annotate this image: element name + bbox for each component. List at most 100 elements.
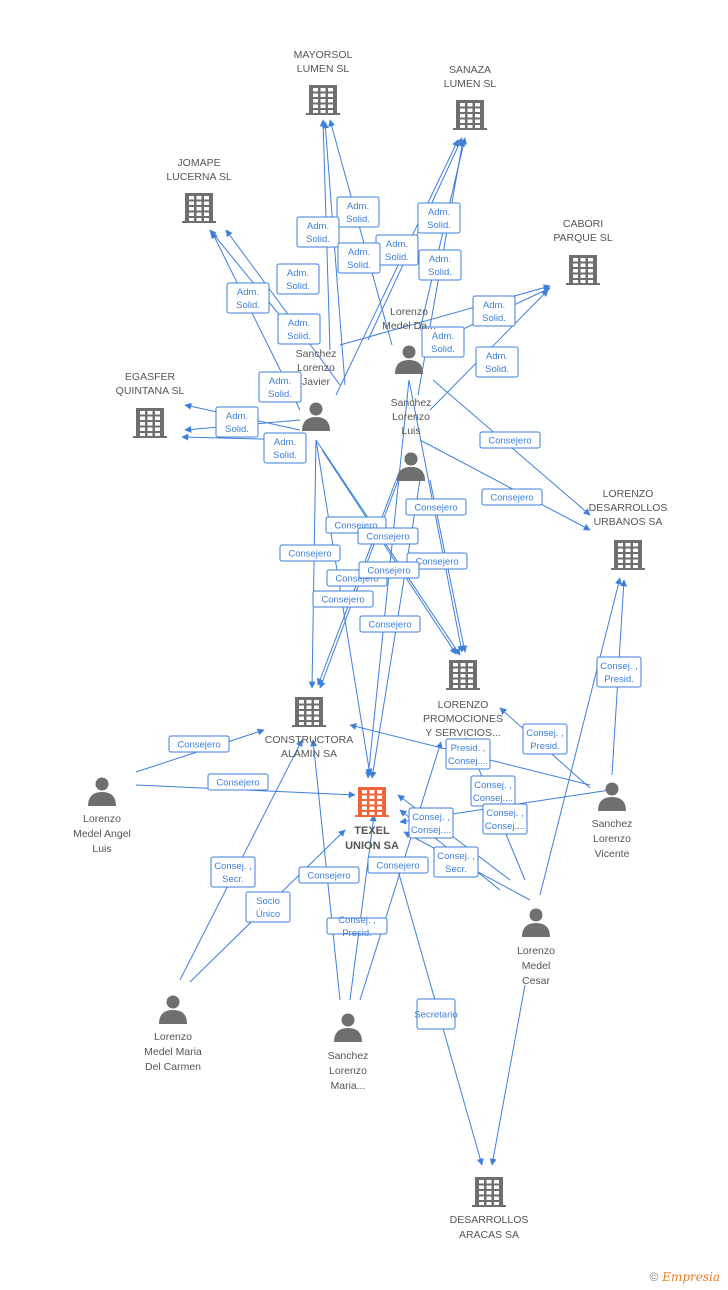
relation-label[interactable]: Consej. ,Secr. (433, 846, 479, 878)
relation-label[interactable]: Adm. Solid. (417, 202, 461, 234)
relation-label[interactable]: Consejero (312, 590, 374, 608)
relation-edge (315, 439, 461, 656)
relation-label-text: Consej. , (526, 728, 564, 739)
relation-label[interactable]: Consejero (358, 561, 420, 579)
relation-label[interactable]: Consejero (298, 866, 360, 884)
relation-label-text: Consejero (376, 861, 419, 872)
relation-label[interactable]: Consejero (279, 544, 341, 562)
relation-label-text: Solid. (427, 220, 451, 231)
relation-label[interactable]: Adm.Solid. (263, 432, 307, 464)
relation-label[interactable]: Adm.Solid. (336, 196, 380, 228)
company-label: LUMEN SL (444, 78, 497, 90)
relation-label-text: Consej. , (412, 812, 450, 823)
company-label: DESARROLLOS (589, 502, 668, 514)
relation-label[interactable]: Adm.Solid. (276, 263, 320, 295)
relation-label-text: Adm. (287, 268, 309, 279)
relation-label[interactable]: Adm.Solid. (277, 313, 321, 345)
person-icon (88, 777, 116, 806)
relation-label-text: Adm. (483, 300, 505, 311)
relation-label[interactable]: Adm.Solid. (421, 326, 465, 358)
relation-label[interactable]: Consej. ,Consej.... (470, 775, 516, 807)
person-label: Vicente (595, 848, 630, 860)
person-icon (522, 908, 550, 937)
relation-label-text: Secr. (445, 864, 467, 875)
relation-edge (408, 379, 465, 653)
relation-label[interactable]: Consej. ,Secr. (210, 856, 256, 888)
relation-label-text: Presid. (604, 674, 634, 685)
relation-label-text: Consejero (216, 778, 259, 789)
company-label: PARQUE SL (553, 232, 612, 244)
relation-label[interactable]: Secretario (414, 998, 458, 1030)
relation-label[interactable]: Consej. ,Consej.... (408, 807, 454, 839)
relation-label[interactable]: Consejero (406, 552, 468, 570)
relation-label[interactable]: Consej. ,Presid. (326, 915, 388, 939)
relation-label-text: Presid. , (451, 743, 486, 754)
relation-label[interactable]: Consejero (168, 735, 230, 753)
relation-label[interactable]: Consejero (481, 488, 543, 506)
relation-label[interactable]: Consejero (367, 856, 429, 874)
relation-label[interactable]: Adm.Solid. (226, 282, 270, 314)
relation-label-text: Solid. (346, 214, 370, 225)
relation-label-text: Solid. (273, 450, 297, 461)
person-icon (159, 995, 187, 1024)
relation-label[interactable]: Adm.Solid. (337, 242, 381, 274)
relation-label-text: Adm. (428, 207, 450, 218)
relation-label-text: Adm. (429, 254, 451, 265)
relation-label[interactable]: Consejero (207, 773, 269, 791)
relation-label-text: Consej.... (473, 793, 513, 804)
relation-label-text: Consej. , (338, 915, 376, 926)
person-label: Javier (302, 376, 331, 388)
person-label: Lorenzo (390, 306, 428, 318)
relation-label[interactable]: Adm.Solid. (418, 249, 462, 281)
relation-label[interactable]: Adm.Solid. (258, 371, 302, 403)
relation-label[interactable]: Consej. ,Consej.... (482, 803, 528, 835)
person-label: Medel Angel (73, 828, 131, 840)
building-icon (453, 100, 487, 130)
relation-label-text: Consejero (307, 871, 350, 882)
relation-label[interactable]: Adm.Solid. (215, 406, 259, 438)
relation-label[interactable]: Consejero (405, 498, 467, 516)
relation-label-text: Adm. (269, 376, 291, 387)
relation-edge (539, 577, 622, 896)
relation-label[interactable]: Adm.Solid. (475, 346, 519, 378)
company-label: EGASFER (125, 371, 176, 383)
relation-label[interactable]: Adm.Solid. (375, 234, 419, 266)
company-label: MAYORSOL (294, 49, 353, 61)
relation-label[interactable]: Adm.Solid. (296, 216, 340, 248)
company-label: LORENZO (603, 488, 654, 500)
relation-label[interactable]: Adm.Solid. (472, 295, 516, 327)
person-label: Maria... (330, 1080, 365, 1092)
person-icon (302, 402, 330, 431)
relation-label[interactable]: Presid. ,Consej.... (445, 738, 491, 770)
relation-label[interactable]: Consejero (479, 431, 541, 449)
building-icon (306, 85, 340, 115)
relation-label[interactable]: Consejero (357, 527, 419, 545)
person-node-p-maria[interactable]: SanchezLorenzoMaria... (328, 1013, 369, 1093)
relation-label-text: Consejero (335, 574, 378, 585)
relation-label[interactable]: Consej. ,Presid. (522, 723, 568, 755)
relation-label[interactable]: Consej. ,Presid. (596, 656, 642, 688)
company-label: ARACAS SA (459, 1229, 519, 1241)
footer-brand[interactable]: ©Empresia (649, 1270, 720, 1284)
person-node-p-unnamed[interactable] (397, 452, 425, 482)
relation-label[interactable]: Consejero (359, 615, 421, 633)
relation-label-text: Consejero (288, 549, 331, 560)
relation-label-text: Solid. (431, 344, 455, 355)
